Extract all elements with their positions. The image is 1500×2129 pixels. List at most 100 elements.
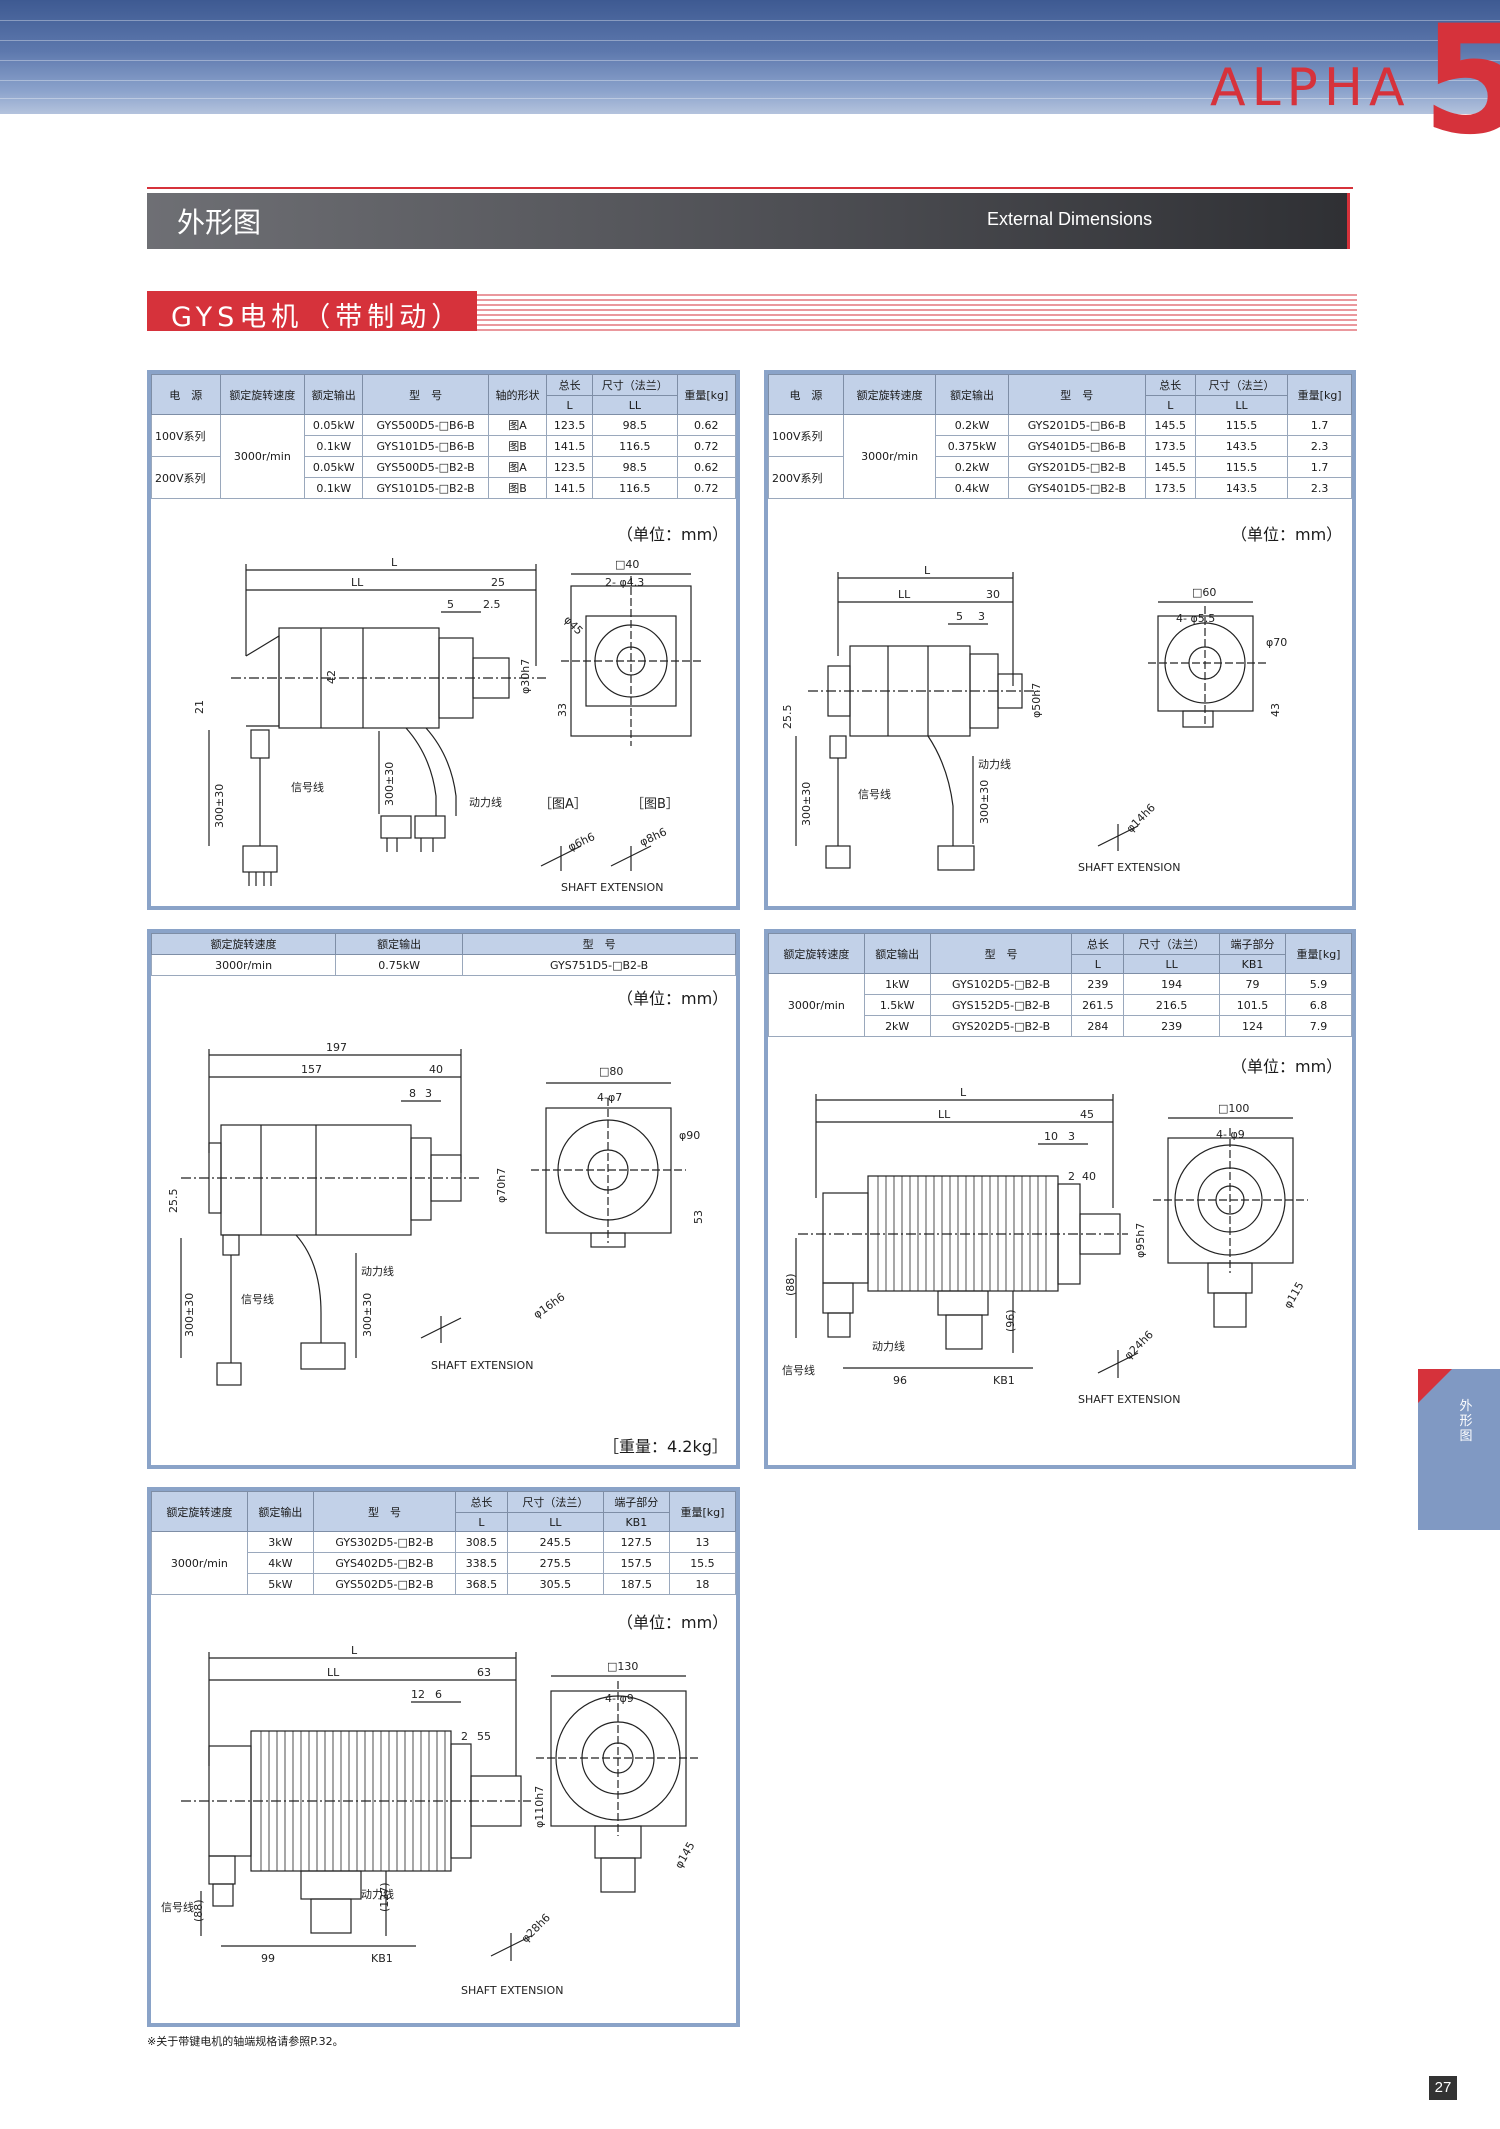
th-model: 型 号 [1007,374,1146,415]
section-title-en: External Dimensions [987,209,1153,229]
dim-sq100: □100 [1218,1102,1249,1115]
spec-table-2: 电 源 额定旋转速度 额定输出 型 号 总长 尺寸（法兰） 重量[kg] L L… [768,374,1352,499]
cell: 1kW [863,973,931,995]
th-speed: 额定旋转速度 [842,374,937,415]
dim-holes: 4- φ9 [605,1692,634,1705]
subsection-title: GYS电机（带制动） [171,302,464,333]
page-number: 27 [1429,2076,1457,2100]
cell: 0.72 [676,435,736,457]
cell: 2.3 [1287,435,1352,457]
spec-table-4: 额定旋转速度 额定输出 型 号 总长 尺寸（法兰） 端子部分 重量[kg] L … [768,933,1352,1037]
th-LL: LL [1194,395,1289,415]
th-L: L [454,1512,508,1532]
panel-gys-3k-5k: 额定旋转速度 额定输出 型 号 总长 尺寸（法兰） 端子部分 重量[kg] L … [147,1487,740,2027]
th-dim: 尺寸（法兰） [592,374,678,396]
dim-L: L [391,556,398,569]
th-model: 型 号 [362,374,489,415]
cell: GYS201D5-□B6-B [1007,414,1146,436]
th-dim: 尺寸（法兰） [506,1491,604,1513]
drawing-3: 197 157 40 8 3 □80 4-φ7 φ90 φ70h7 53 25.… [167,1041,705,1386]
dim-2: 2 [461,1730,468,1743]
dim-phi50h7: φ50h7 [1030,683,1043,718]
dim-21: 21 [193,700,206,714]
cell: 6.8 [1285,994,1352,1016]
cell: 1.7 [1287,456,1352,478]
dim-phi30h7: φ30h7 [519,659,532,694]
drawing-5: L LL 63 12 6 2 55 □130 4- φ9 φ110h7 φ145… [161,1644,701,1997]
dim-2: 2 [1068,1170,1075,1183]
th-shaft: 轴的形状 [487,374,548,415]
cell: GYS152D5-□B2-B [929,994,1073,1016]
dim-88: (88) [784,1273,797,1296]
dim-12: 12 [411,1688,425,1701]
th-model: 型 号 [929,933,1073,974]
th-L: L [1144,395,1196,415]
th-output: 额定输出 [335,933,464,955]
dim-holes: 4-φ7 [597,1091,622,1104]
cell: GYS102D5-□B2-B [929,973,1073,995]
cell: GYS202D5-□B2-B [929,1015,1073,1037]
side-tab-label: 外 形 图 [1459,1399,1473,1444]
cell: 0.1kW [304,435,364,457]
dim-phi28h6: φ28h6 [519,1911,553,1945]
label-power: 动力线 [361,1887,394,1901]
cell: 173.5 [1144,477,1196,499]
dim-3: 3 [425,1087,432,1100]
shaft-extension-label: SHAFT EXTENSION [1078,861,1180,874]
cell: 239 [1123,1015,1220,1037]
cell: 124 [1218,1015,1287,1037]
cell: 368.5 [454,1573,508,1595]
logo-numeral: 5 [1422,0,1500,160]
cell: 143.5 [1194,435,1289,457]
label-signal: 信号线 [858,787,891,801]
th-power: 电 源 [768,374,844,415]
side-tab: 外 形 图 [1418,1369,1500,1530]
dim-sq130: □130 [607,1660,638,1673]
dim-L: L [960,1086,967,1099]
label-signal: 信号线 [291,780,324,794]
cell: 0.2kW [935,456,1009,478]
cell: 图B [487,477,548,499]
cell: 127.5 [602,1531,670,1553]
th-weight: 重量[kg] [1287,374,1352,415]
th-output: 额定输出 [246,1491,314,1532]
power-100v: 100V系列 [151,414,221,457]
dim-2-5: 2.5 [483,598,501,611]
dim-88: (88) [192,1899,205,1922]
th-model: 型 号 [462,933,736,955]
label-power: 动力线 [872,1339,905,1353]
th-speed: 额定旋转速度 [151,1491,248,1532]
dim-phi16h6: φ16h6 [531,1290,567,1321]
shaft-extension-label: SHAFT EXTENSION [431,1359,533,1372]
cell: GYS101D5-□B2-B [362,477,489,499]
cell: 245.5 [506,1531,604,1553]
cell: 0.75kW [335,954,464,976]
th-total: 总长 [546,374,594,396]
spec-table-5: 额定旋转速度 额定输出 型 号 总长 尺寸（法兰） 端子部分 重量[kg] L … [151,1491,736,1595]
dim-25-5: 25.5 [781,705,794,730]
cell: 0.375kW [935,435,1009,457]
cell: GYS201D5-□B2-B [1007,456,1146,478]
cell: 0.05kW [304,456,364,478]
cell: GYS500D5-□B2-B [362,456,489,478]
label-power: 动力线 [978,757,1011,771]
dim-8: 8 [409,1087,416,1100]
panel-gys-750w: 额定旋转速度 额定输出 型 号 3000r/min 0.75kW GYS751D… [147,929,740,1469]
header-band [0,0,1500,114]
cell: 1.7 [1287,414,1352,436]
cell: 116.5 [592,435,678,457]
shaft-extension-label: SHAFT EXTENSION [1078,1393,1180,1406]
cell: GYS401D5-□B2-B [1007,477,1146,499]
cell: 308.5 [454,1531,508,1553]
cell: 145.5 [1144,456,1196,478]
logo-text: ALPHA [1210,58,1411,118]
cell: 5kW [246,1573,314,1595]
cell: GYS101D5-□B6-B [362,435,489,457]
unit-label: （单位：mm） [1231,525,1343,544]
